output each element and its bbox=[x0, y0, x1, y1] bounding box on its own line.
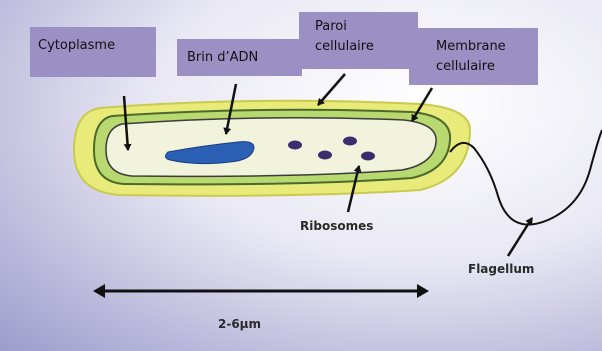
label-size: 2-6µm bbox=[218, 317, 261, 331]
label-ribosomes: Ribosomes bbox=[300, 219, 373, 233]
ribosome bbox=[343, 137, 357, 146]
label-membrane: Membrane cellulaire bbox=[409, 28, 538, 85]
label-flagellum: Flagellum bbox=[468, 262, 534, 276]
cytoplasm bbox=[106, 118, 436, 177]
label-paroi: Paroi cellulaire bbox=[299, 12, 418, 69]
label-paroi-text: Paroi cellulaire bbox=[299, 12, 418, 57]
flagellum bbox=[450, 130, 602, 225]
ribosome bbox=[318, 151, 332, 160]
label-adn-text: Brin d’ADN bbox=[177, 39, 302, 68]
label-cytoplasme-text: Cytoplasme bbox=[30, 27, 156, 56]
ribosome bbox=[361, 152, 375, 161]
label-membrane-text: Membrane cellulaire bbox=[409, 28, 538, 77]
label-adn: Brin d’ADN bbox=[177, 39, 302, 76]
ribosome bbox=[288, 141, 302, 150]
label-cytoplasme: Cytoplasme bbox=[30, 27, 156, 77]
